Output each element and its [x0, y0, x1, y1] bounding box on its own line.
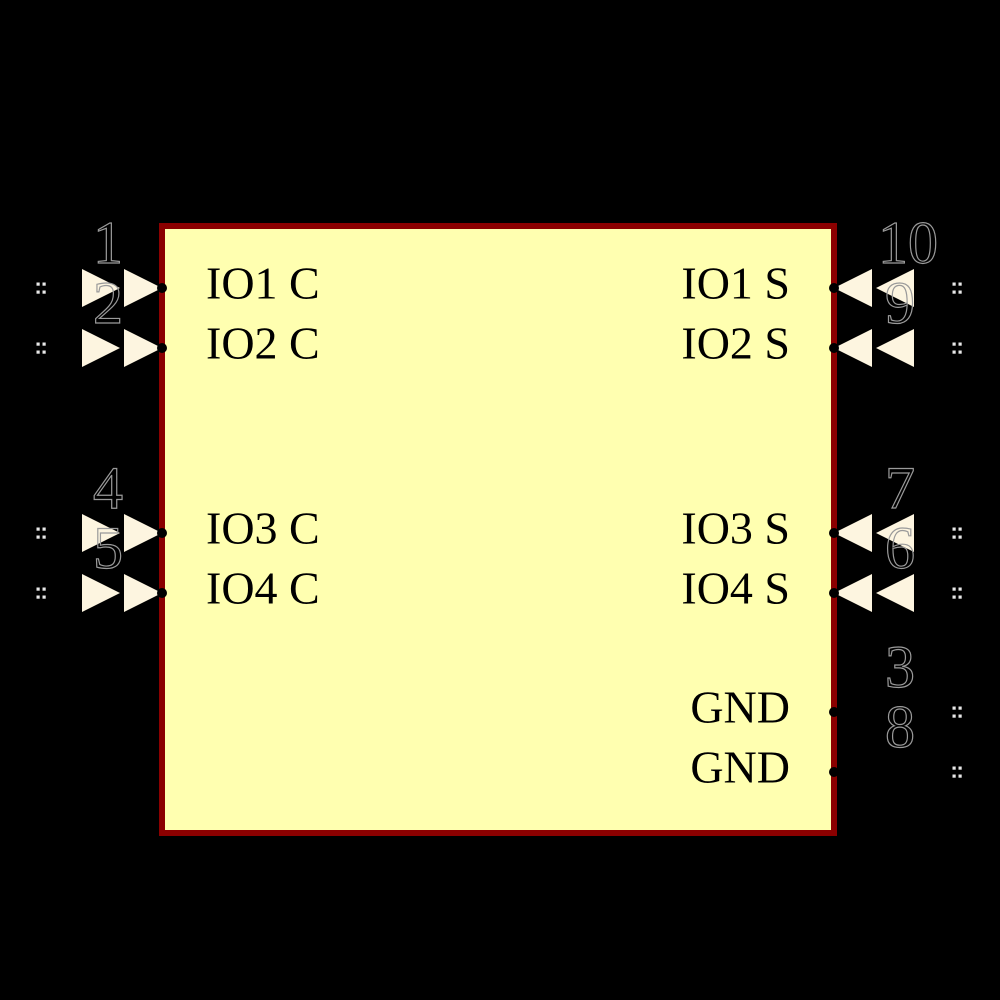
pin-arrow-inner-icon [834, 329, 872, 367]
pin-name-label: IO4 S [681, 563, 790, 614]
pin-6[interactable]: IO4 S 6 [681, 514, 962, 614]
pin-connection-dot [157, 588, 167, 598]
pin-8[interactable]: GND 8 [690, 693, 962, 793]
pin-arrow-inner-icon [834, 514, 872, 552]
pin-number-label: 10 [878, 210, 938, 276]
pin-9[interactable]: IO2 S 9 [681, 269, 962, 369]
pin-arrow-outer-icon [82, 329, 120, 367]
pin-anchor-marker-icon [952, 342, 962, 354]
pin-number-label: 3 [885, 634, 915, 700]
pin-4[interactable]: IO3 C 4 [36, 454, 320, 554]
pin-anchor-marker-icon [952, 706, 962, 718]
pin-name-label: IO3 C [206, 503, 320, 554]
pin-arrow-outer-icon [876, 514, 914, 552]
pin-connection-dot [157, 283, 167, 293]
pin-anchor-marker-icon [952, 282, 962, 294]
pin-number-label: 4 [93, 455, 123, 521]
pin-anchor-marker-icon [36, 527, 46, 539]
pin-arrow-inner-icon [834, 574, 872, 612]
pin-number-label: 1 [93, 210, 123, 276]
pin-name-label: IO2 S [681, 318, 790, 369]
pin-name-label: GND [690, 682, 790, 733]
pin-anchor-marker-icon [952, 766, 962, 778]
pin-number-label: 9 [885, 270, 915, 336]
pin-arrow-inner-icon [124, 329, 162, 367]
pin-number-label: 5 [93, 515, 123, 581]
pin-anchor-marker-icon [36, 282, 46, 294]
pin-1[interactable]: IO1 C 1 [36, 209, 320, 309]
pin-connection-dot [829, 588, 839, 598]
pin-arrow-outer-icon [82, 574, 120, 612]
pin-connection-dot [829, 767, 839, 777]
pin-10[interactable]: IO1 S 10 [681, 209, 962, 309]
pin-arrow-outer-icon [876, 329, 914, 367]
pin-number-label: 6 [885, 515, 915, 581]
pin-name-label: GND [690, 742, 790, 793]
pin-arrow-inner-icon [124, 269, 162, 307]
pin-anchor-marker-icon [36, 587, 46, 599]
pin-name-label: IO3 S [681, 503, 790, 554]
pin-arrow-outer-icon [876, 269, 914, 307]
pin-number-label: 8 [885, 694, 915, 760]
pin-arrow-inner-icon [124, 514, 162, 552]
pin-connection-dot [157, 528, 167, 538]
pin-number-label: 2 [93, 270, 123, 336]
pin-anchor-marker-icon [36, 342, 46, 354]
pin-arrow-inner-icon [124, 574, 162, 612]
symbol-body-rectangle[interactable] [159, 223, 837, 836]
pin-connection-dot [829, 283, 839, 293]
pin-anchor-marker-icon [952, 527, 962, 539]
pin-connection-dot [829, 343, 839, 353]
pin-5[interactable]: IO4 C 5 [36, 514, 320, 614]
pin-name-label: IO4 C [206, 563, 320, 614]
pin-name-label: IO1 C [206, 258, 320, 309]
pin-anchor-marker-icon [952, 587, 962, 599]
pin-arrow-inner-icon [834, 269, 872, 307]
pin-arrow-outer-icon [876, 574, 914, 612]
pin-connection-dot [829, 528, 839, 538]
pin-7[interactable]: IO3 S 7 [681, 454, 962, 554]
pin-arrow-outer-icon [82, 514, 120, 552]
pin-2[interactable]: IO2 C 2 [36, 269, 320, 369]
pin-arrow-outer-icon [82, 269, 120, 307]
pin-name-label: IO2 C [206, 318, 320, 369]
pin-connection-dot [157, 343, 167, 353]
pin-name-label: IO1 S [681, 258, 790, 309]
pin-connection-dot [829, 707, 839, 717]
pin-3[interactable]: GND 3 [690, 633, 962, 733]
pin-number-label: 7 [885, 455, 915, 521]
